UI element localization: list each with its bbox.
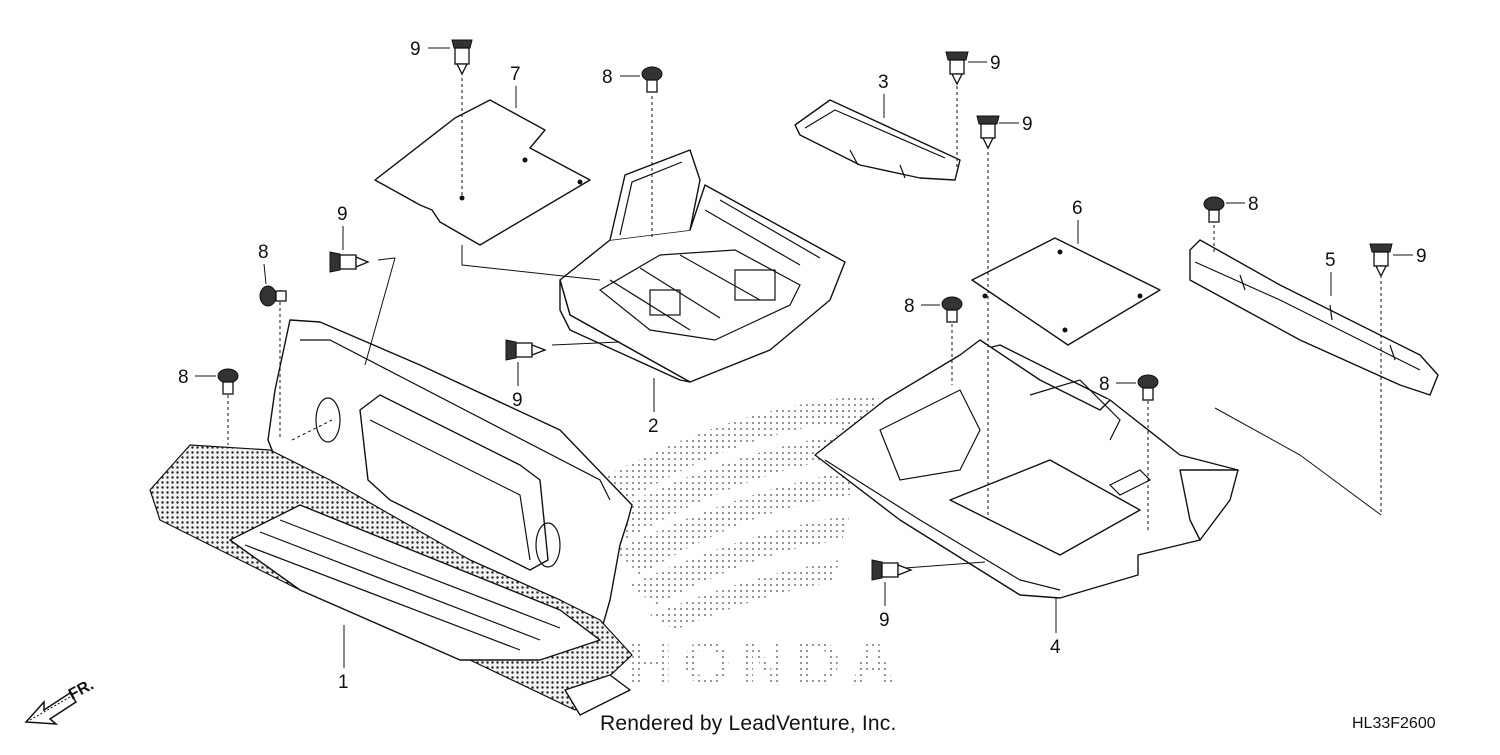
clip-9-icon [1369, 243, 1393, 278]
callout-4: 4 [1050, 637, 1061, 658]
credit-text: Rendered by LeadVenture, Inc. [600, 712, 897, 735]
callout-9: 9 [990, 53, 1001, 74]
part-7-cover-plate [374, 99, 591, 246]
clip-8-icon [1137, 374, 1159, 401]
clip-8-icon [259, 285, 287, 307]
callout-9: 9 [1022, 114, 1033, 135]
callout-9: 9 [879, 610, 890, 631]
callout-8: 8 [258, 242, 269, 263]
clip-9-icon [451, 39, 473, 76]
callout-8: 8 [178, 367, 189, 388]
callout-9: 9 [1416, 246, 1427, 267]
part-6-cover-plate [971, 237, 1161, 346]
part-3-bracket [794, 99, 961, 181]
callout-labels: 1 2 3 4 5 6 7 9 8 9 9 8 9 8 8 9 8 8 9 [178, 39, 1427, 693]
reference-lines [227, 72, 1382, 569]
clip-9-icon [329, 251, 370, 273]
front-direction-arrow [24, 691, 78, 725]
callout-6: 6 [1072, 198, 1083, 219]
callout-3: 3 [878, 72, 889, 93]
callout-8: 8 [1248, 194, 1259, 215]
clip-9-icon [505, 339, 547, 361]
callout-7: 7 [510, 64, 521, 85]
part-1-rear-panel [149, 319, 633, 716]
callout-9: 9 [410, 39, 421, 60]
fastener-clips [217, 39, 1393, 581]
clip-8-icon [217, 368, 239, 395]
clip-8-icon [941, 296, 963, 323]
clip-8-icon [1203, 196, 1225, 223]
part-4-rear-tray [814, 339, 1239, 599]
watermark-text: HONDA [628, 629, 905, 698]
clip-8-icon [641, 66, 663, 93]
callout-9: 9 [512, 390, 523, 411]
diagram-code: HL33F2600 [1352, 715, 1436, 732]
callout-8: 8 [602, 67, 613, 88]
clip-9-icon [976, 115, 1000, 150]
callout-5: 5 [1325, 250, 1336, 271]
part-2-front-tray [559, 149, 846, 383]
callout-2: 2 [648, 416, 659, 437]
clip-9-icon [945, 51, 969, 86]
part-5-bracket [1189, 239, 1439, 396]
callout-8: 8 [1099, 374, 1110, 395]
callout-1: 1 [338, 672, 349, 693]
callout-9: 9 [337, 204, 348, 225]
clip-9-icon [871, 559, 913, 581]
callout-8: 8 [904, 296, 915, 317]
